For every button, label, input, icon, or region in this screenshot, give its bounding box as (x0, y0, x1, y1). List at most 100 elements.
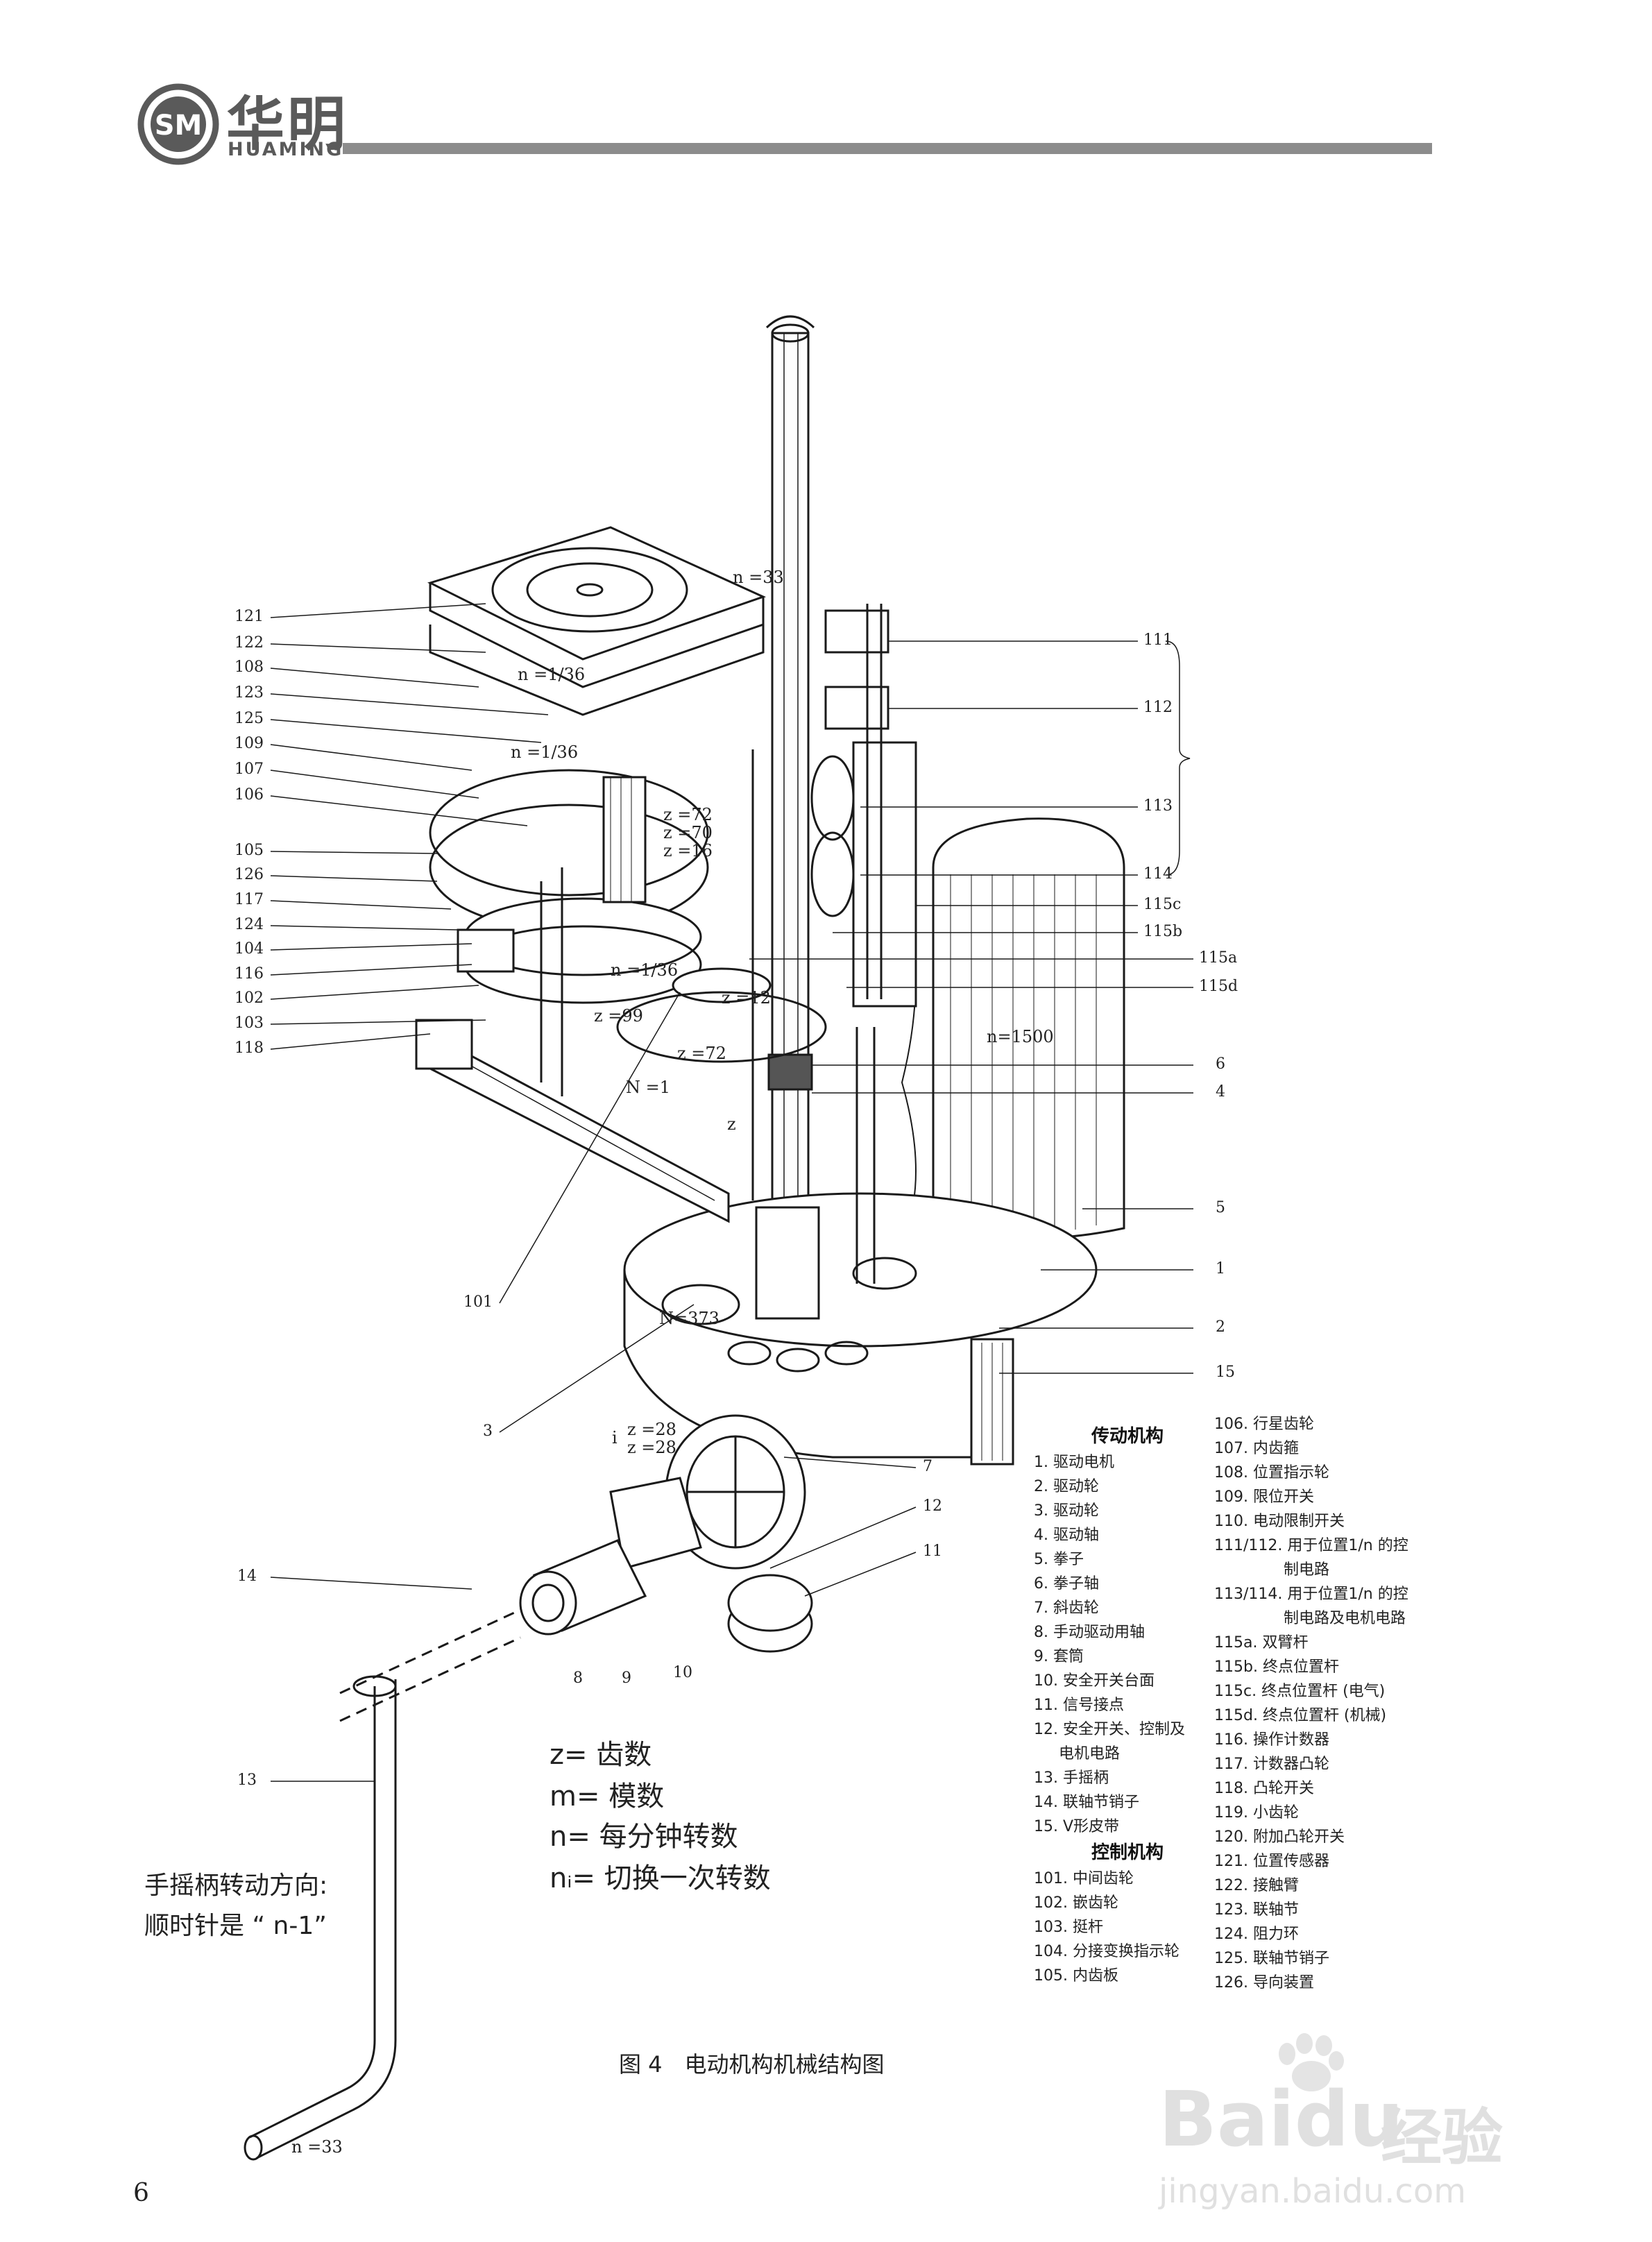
callout-label: 111 (1143, 631, 1173, 649)
annotation-z16: z =16 (663, 841, 713, 860)
list-item: 113/114. 用于位置1/n 的控 (1214, 1586, 1408, 1603)
list-item: 2. 驱动轮 (1034, 1478, 1099, 1495)
callout-label: 121 (235, 608, 264, 625)
annotation-n33-bottom: n =33 (291, 2137, 343, 2157)
list-item: 115a. 双臂杆 (1214, 1634, 1309, 1651)
callout-label: 15 (1216, 1364, 1235, 1381)
annotation-z70: z =70 (663, 823, 713, 842)
list-item: 125. 联轴节销子 (1214, 1950, 1329, 1967)
paw-icon (1279, 2033, 1344, 2091)
list-item: 3. 驱动轮 (1034, 1502, 1099, 1520)
list-item: 制电路 (1284, 1561, 1330, 1579)
callout-label: 115a (1199, 949, 1238, 967)
callout-label: 114 (1143, 865, 1173, 883)
list-item: 103. 挺杆 (1034, 1919, 1103, 1936)
annotation-n136-a: n =1/36 (518, 665, 586, 684)
callout-label: 115b (1143, 923, 1183, 940)
logo-mark: SM (155, 110, 203, 142)
callout-label: 104 (235, 940, 264, 958)
header-rule (343, 143, 1432, 154)
callout-label: 6 (1216, 1055, 1225, 1073)
list-item: 14. 联轴节销子 (1034, 1794, 1139, 1811)
list-item: 126. 导向装置 (1214, 1974, 1314, 1992)
callout-label: 109 (235, 735, 264, 752)
indicator-plates (427, 526, 767, 716)
watermark-url: jingyan.baidu.com (1159, 2172, 1466, 2211)
list-item: 6. 拳子轴 (1034, 1575, 1099, 1593)
legend-item: n= 每分钟转数 (550, 1821, 738, 1853)
annotation-z28b: z =28 (627, 1438, 676, 1457)
list-item: 101. 中间齿轮 (1034, 1870, 1134, 1887)
list-item: 120. 附加凸轮开关 (1214, 1828, 1345, 1846)
callout-label: 108 (235, 659, 264, 676)
crank-handle (244, 1608, 521, 2161)
callout-label: 10 (673, 1664, 692, 1681)
annotation-N1: N =1 (626, 1078, 671, 1097)
list-item: 9. 套筒 (1034, 1648, 1084, 1665)
list-item: 108. 位置指示轮 (1214, 1464, 1329, 1481)
baidu-watermark: Baidu 经验 jingyan.baidu.com (1159, 2033, 1519, 2214)
annotation-z28a: z =28 (627, 1420, 676, 1439)
list-item: 10. 安全开关台面 (1034, 1672, 1155, 1690)
heading-control-mechanism: 控制机构 (1091, 1842, 1164, 1863)
callout-label: 115c (1143, 896, 1182, 913)
base-housing (623, 1192, 1098, 1466)
list-item: 107. 内齿箍 (1214, 1440, 1299, 1457)
list-item: 4. 驱动轴 (1034, 1527, 1099, 1544)
legend-item: nᵢ= 切换一次转数 (550, 1862, 771, 1894)
annotation-z99: z =99 (594, 1006, 643, 1026)
callout-label: 1 (1216, 1260, 1225, 1277)
callout-label: 4 (1216, 1083, 1225, 1101)
list-item: 105. 内齿板 (1034, 1967, 1118, 1985)
list-item: 121. 位置传感器 (1214, 1853, 1329, 1870)
annotation-z: z (727, 1114, 736, 1134)
callout-label: 115d (1199, 978, 1238, 995)
annotation-i: i (612, 1428, 618, 1447)
list-item: 117. 计数器凸轮 (1214, 1756, 1329, 1773)
callout-label: 5 (1216, 1199, 1225, 1216)
watermark-brand-b: du (1294, 2075, 1404, 2164)
callout-label: 118 (235, 1039, 264, 1057)
control-block (810, 604, 917, 1008)
parts-list-drive: 传动机构 1. 驱动电机 2. 驱动轮 3. 驱动轮 4. 驱动轴 5. 拳子 … (1034, 1423, 1221, 1988)
callout-label: 8 (573, 1670, 583, 1687)
drive-shaft (765, 315, 815, 1202)
list-item: 5. 拳子 (1034, 1551, 1084, 1568)
heading-drive-mechanism: 传动机构 (1091, 1426, 1164, 1447)
annotation-z72b: z =72 (677, 1044, 726, 1063)
parts-list-control: 106. 行星齿轮 107. 内齿箍 108. 位置指示轮 109. 限位开关 … (1214, 1412, 1436, 1995)
callout-label: 7 (923, 1458, 933, 1475)
list-item: 119. 小齿轮 (1214, 1804, 1299, 1821)
drive-motor (901, 817, 1125, 1243)
callout-label: 122 (235, 634, 264, 652)
annotation-n136-c: n =1/36 (611, 960, 679, 980)
callout-label: 101 (463, 1293, 493, 1311)
callout-label: 107 (235, 761, 264, 778)
callout-label: 103 (235, 1014, 264, 1032)
list-item: 电机电路 (1059, 1745, 1121, 1763)
list-item: 1. 驱动电机 (1034, 1454, 1114, 1471)
legend-item: z= 齿数 (550, 1739, 652, 1771)
callout-label: 14 (237, 1568, 257, 1585)
cam-switch-arm (415, 1019, 730, 1223)
list-item: 13. 手摇柄 (1034, 1769, 1109, 1787)
callout-label: 124 (235, 916, 264, 933)
callout-label: 102 (235, 990, 264, 1007)
callout-label: 113 (1143, 797, 1173, 815)
callout-label: 126 (235, 866, 264, 883)
callout-label: 112 (1143, 699, 1173, 716)
header: SM 华明 HUAMING (0, 0, 1652, 180)
callout-label: 13 (237, 1772, 257, 1789)
annotation-z12: z =12 (722, 988, 771, 1008)
annotation-N373: N=373 (659, 1309, 719, 1328)
list-item: 124. 阻力环 (1214, 1926, 1299, 1943)
support-pillars (751, 749, 876, 1284)
annotation-n33-top: n =33 (733, 568, 784, 587)
callout-label: 2 (1216, 1318, 1225, 1336)
callout-label: 11 (923, 1543, 942, 1560)
hand-drive (519, 1414, 813, 1653)
list-item: 15. V形皮带 (1034, 1818, 1120, 1835)
list-item: 制电路及电机电路 (1284, 1610, 1406, 1627)
list-item: 104. 分接变换指示轮 (1034, 1943, 1180, 1960)
list-item: 7. 斜齿轮 (1034, 1599, 1099, 1617)
